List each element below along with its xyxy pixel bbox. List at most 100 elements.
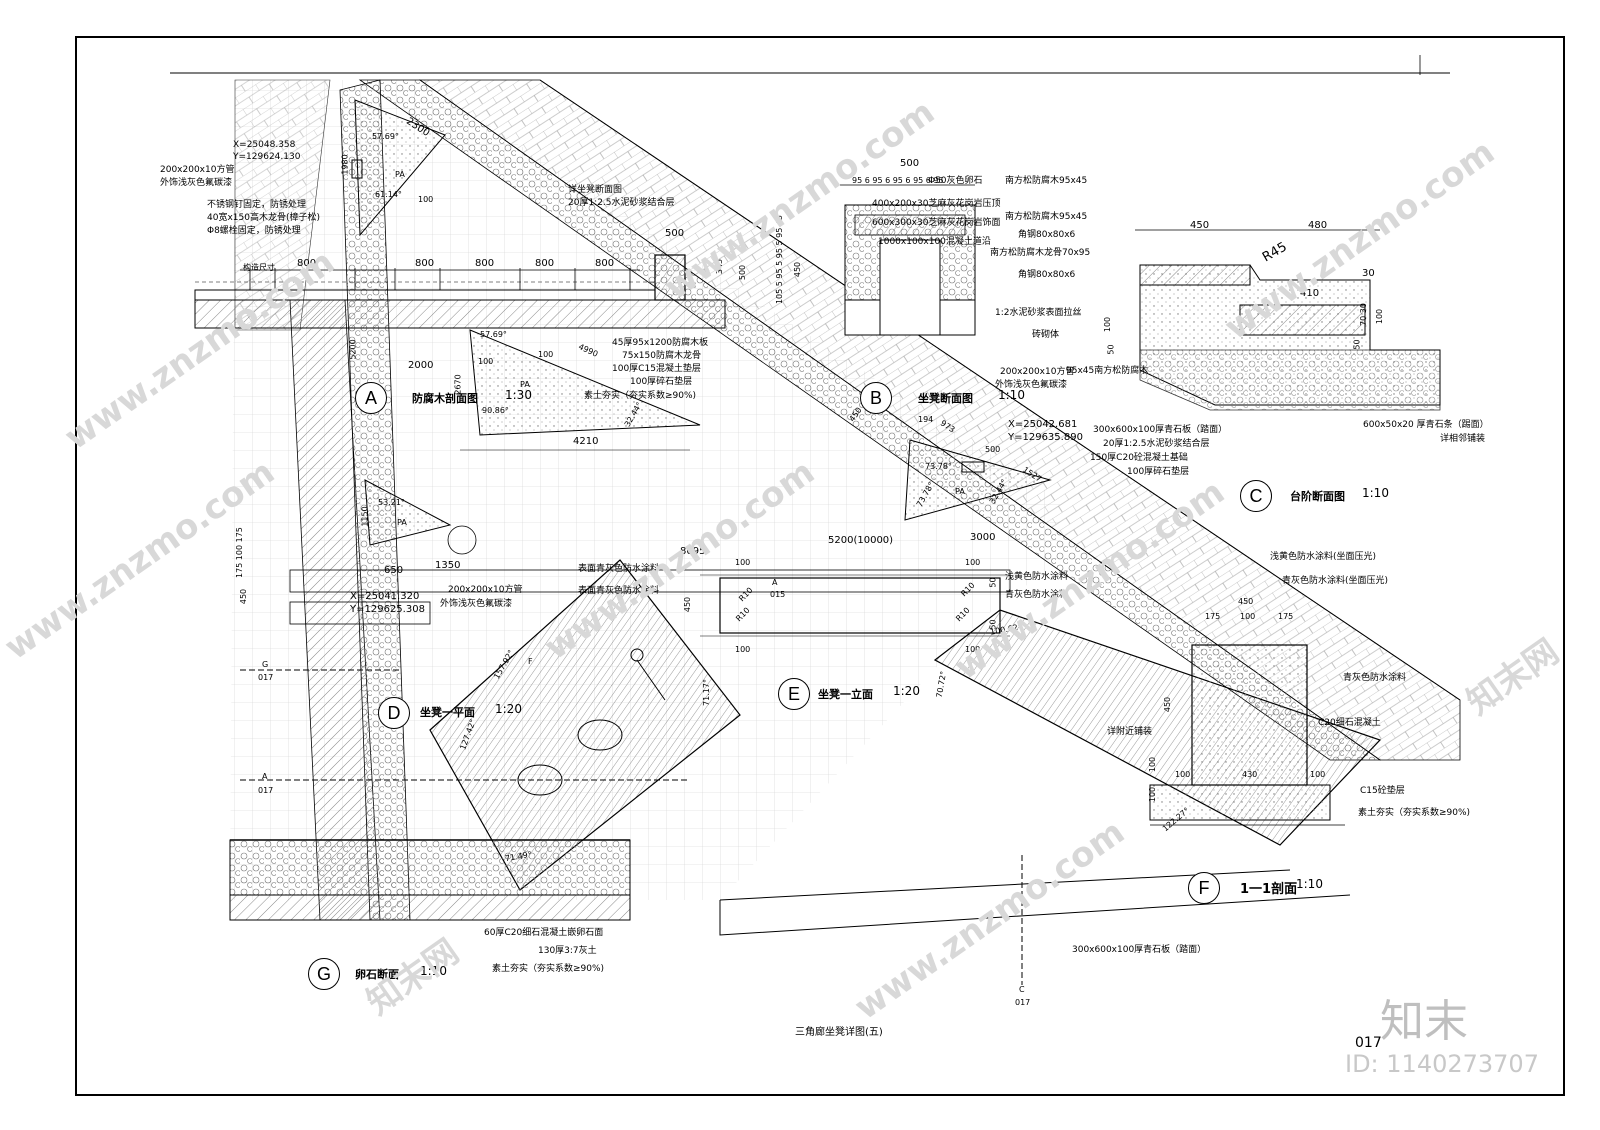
brand-watermark: 知末 <box>1380 996 1468 1047</box>
a-ang-3: 57.69° <box>480 330 507 339</box>
drawing-border <box>75 36 1565 1096</box>
c-dim-50b: 50 <box>1352 339 1362 350</box>
d-ang-2: 71.17° <box>701 679 711 706</box>
e-paint-2: 表面青灰色防水涂料 <box>578 586 660 596</box>
a-detail-ref-2: 20厚1:2.5水泥砂浆结合层 <box>568 198 675 208</box>
c-scale: 1:10 <box>1362 486 1389 500</box>
a-dim-800e: 800 <box>595 258 615 269</box>
b-layer-5: 角钢80x80x6 <box>1018 270 1076 280</box>
f-soil: 素土夯实（夯实系数≥90%) <box>1358 808 1471 818</box>
a-ang-2: 61.14° <box>375 190 402 199</box>
b-ang-1: 73.78° <box>925 462 952 471</box>
e-coord-x: X=25041.320 <box>350 591 420 602</box>
f-dim-450: 450 <box>1238 597 1254 606</box>
c-dim-480: 480 <box>1308 220 1328 231</box>
c-dim-450: 450 <box>1190 220 1210 231</box>
a-scale: 1:30 <box>505 388 532 402</box>
e-paint-3: 浅黄色防水涂料 <box>1005 572 1069 582</box>
a-dim-100c: 100 <box>418 195 434 204</box>
a-pa-2: PA <box>520 380 530 389</box>
f-dim-175a: 175 <box>1205 612 1221 621</box>
c-title: 台阶断面图 <box>1290 490 1345 503</box>
b-layer-7: 砖砌体 <box>1032 330 1060 340</box>
a-dim-1350: 1350 <box>435 560 461 571</box>
sheet-number: 017 <box>1355 1035 1382 1051</box>
e-title: 坐凳一立面 <box>818 688 873 701</box>
marker-c: C <box>1240 480 1272 512</box>
g-layer-1: 60厚C20细石混凝土嵌卵石面 <box>484 928 604 938</box>
b-inner-2: 400x200x30芝麻灰花岗岩压顶 <box>872 199 1001 209</box>
a-layer-5: 素土夯实（夯实系数≥90%) <box>584 391 697 401</box>
f-dim-430: 430 <box>1242 770 1258 779</box>
a-dim-800d: 800 <box>535 258 555 269</box>
e-dim-450: 450 <box>683 596 693 613</box>
b-left-sub: 105 5 95 5 95 5 95 45 <box>775 214 785 305</box>
a-dim-650: 650 <box>384 565 404 576</box>
b-pine: 95x45南方松防腐木 <box>1066 366 1149 376</box>
a-dim-1980: 1980 <box>340 154 350 175</box>
c-dim-100: 100 <box>1103 316 1113 333</box>
a-ang-4: 90.86° <box>482 406 509 415</box>
sheet-caption: 三角廊坐凳详图(五) <box>795 1027 883 1038</box>
f-scale: 1:10 <box>1296 877 1323 891</box>
b-coord-x: X=25042.681 <box>1008 419 1078 430</box>
a-coord-x: X=25048.358 <box>233 140 296 150</box>
f-dim-100c: 100 <box>1310 770 1326 779</box>
a-dim-8095: 8095 <box>680 546 706 557</box>
ref-g-sheet: 017 <box>258 673 274 682</box>
e-paint-4: 青灰色防水涂料 <box>1005 590 1069 600</box>
c-dim-410: 410 <box>1300 288 1320 299</box>
ref-g-letter: G <box>262 660 269 669</box>
e-dim-100c: 100 <box>735 645 751 654</box>
a-pipe-2: 外饰浅灰色氟碳漆 <box>160 178 233 188</box>
c-dim-30: 30 <box>1362 268 1375 279</box>
a-coord-y: Y=129624.130 <box>233 152 301 162</box>
a-fix-1: 不锈钢钉固定，防锈处理 <box>207 200 307 210</box>
c-layer-4: 100厚碎石垫层 <box>1127 467 1190 477</box>
c-strip: 600x50x20 厚青石条（踢面） <box>1363 420 1489 430</box>
c-dim-70: 70 30 <box>1358 303 1368 326</box>
d-title: 坐凳一平面 <box>420 706 475 719</box>
marker-b: B <box>860 382 892 414</box>
b-top-dim: 500 <box>900 158 920 169</box>
f-pave-ref: 详附近铺装 <box>1107 727 1153 737</box>
b-inner-4: 1000x100x100混凝土道沿 <box>878 237 991 247</box>
c-layer-3: 150厚C20砼混凝土基础 <box>1090 453 1188 463</box>
marker-e: E <box>778 678 810 710</box>
g-layer-2: 130厚3:7灰土 <box>538 946 597 956</box>
c-dim-50: 50 <box>1106 344 1116 355</box>
a-dim-500b: 500 <box>738 264 748 281</box>
b-layer-6: 1:2水泥砂浆表面拉丝 <box>995 308 1082 318</box>
f-title: 1一1剖面 <box>1240 882 1298 897</box>
b-pa: PA <box>955 487 965 496</box>
ref-c-sheet: 017 <box>1015 998 1031 1007</box>
a-dim-175: 175 100 175 <box>235 527 244 578</box>
c-strip-ref: 详相邻铺装 <box>1440 434 1486 444</box>
ref-a-letter: A <box>262 772 268 781</box>
marker-g: G <box>308 958 340 990</box>
a-dim-4210: 4210 <box>573 436 599 447</box>
a-layer-3: 100厚C15混凝土垫层 <box>612 364 701 374</box>
e-dim-100a: 100 <box>735 558 751 567</box>
e-ref-sheet: 015 <box>770 590 786 599</box>
ref-c-letter: C <box>1019 985 1025 994</box>
e-pipe-1: 200x200x10方管 <box>448 585 523 595</box>
f-dim-175b: 175 <box>1278 612 1294 621</box>
b-left-dim: 450 <box>793 261 803 278</box>
b-coord-y: Y=129635.890 <box>1008 432 1083 443</box>
b-dim-500: 500 <box>985 445 1001 454</box>
marker-a: A <box>355 382 387 414</box>
b-sub-dims: 95 6 95 6 95 6 95 6 95 <box>852 176 944 185</box>
b-inner-1: Φ50灰色卵石 <box>928 176 983 186</box>
a-pa-1: PA <box>395 170 405 179</box>
b-layer-4: 南方松防腐木龙骨70x95 <box>990 248 1091 258</box>
e-scale: 1:20 <box>893 684 920 698</box>
f-base: C15砼垫层 <box>1360 786 1405 796</box>
f-dim-100b: 100 <box>1175 770 1191 779</box>
g-title: 卵石断面 <box>355 968 399 981</box>
id-watermark: ID: 1140273707 <box>1345 1050 1539 1078</box>
ref-f-letter: F <box>528 657 533 666</box>
f-paint-1: 浅黄色防水涂料(坐面压光) <box>1270 552 1377 562</box>
e-dim-100b: 100 <box>965 558 981 567</box>
